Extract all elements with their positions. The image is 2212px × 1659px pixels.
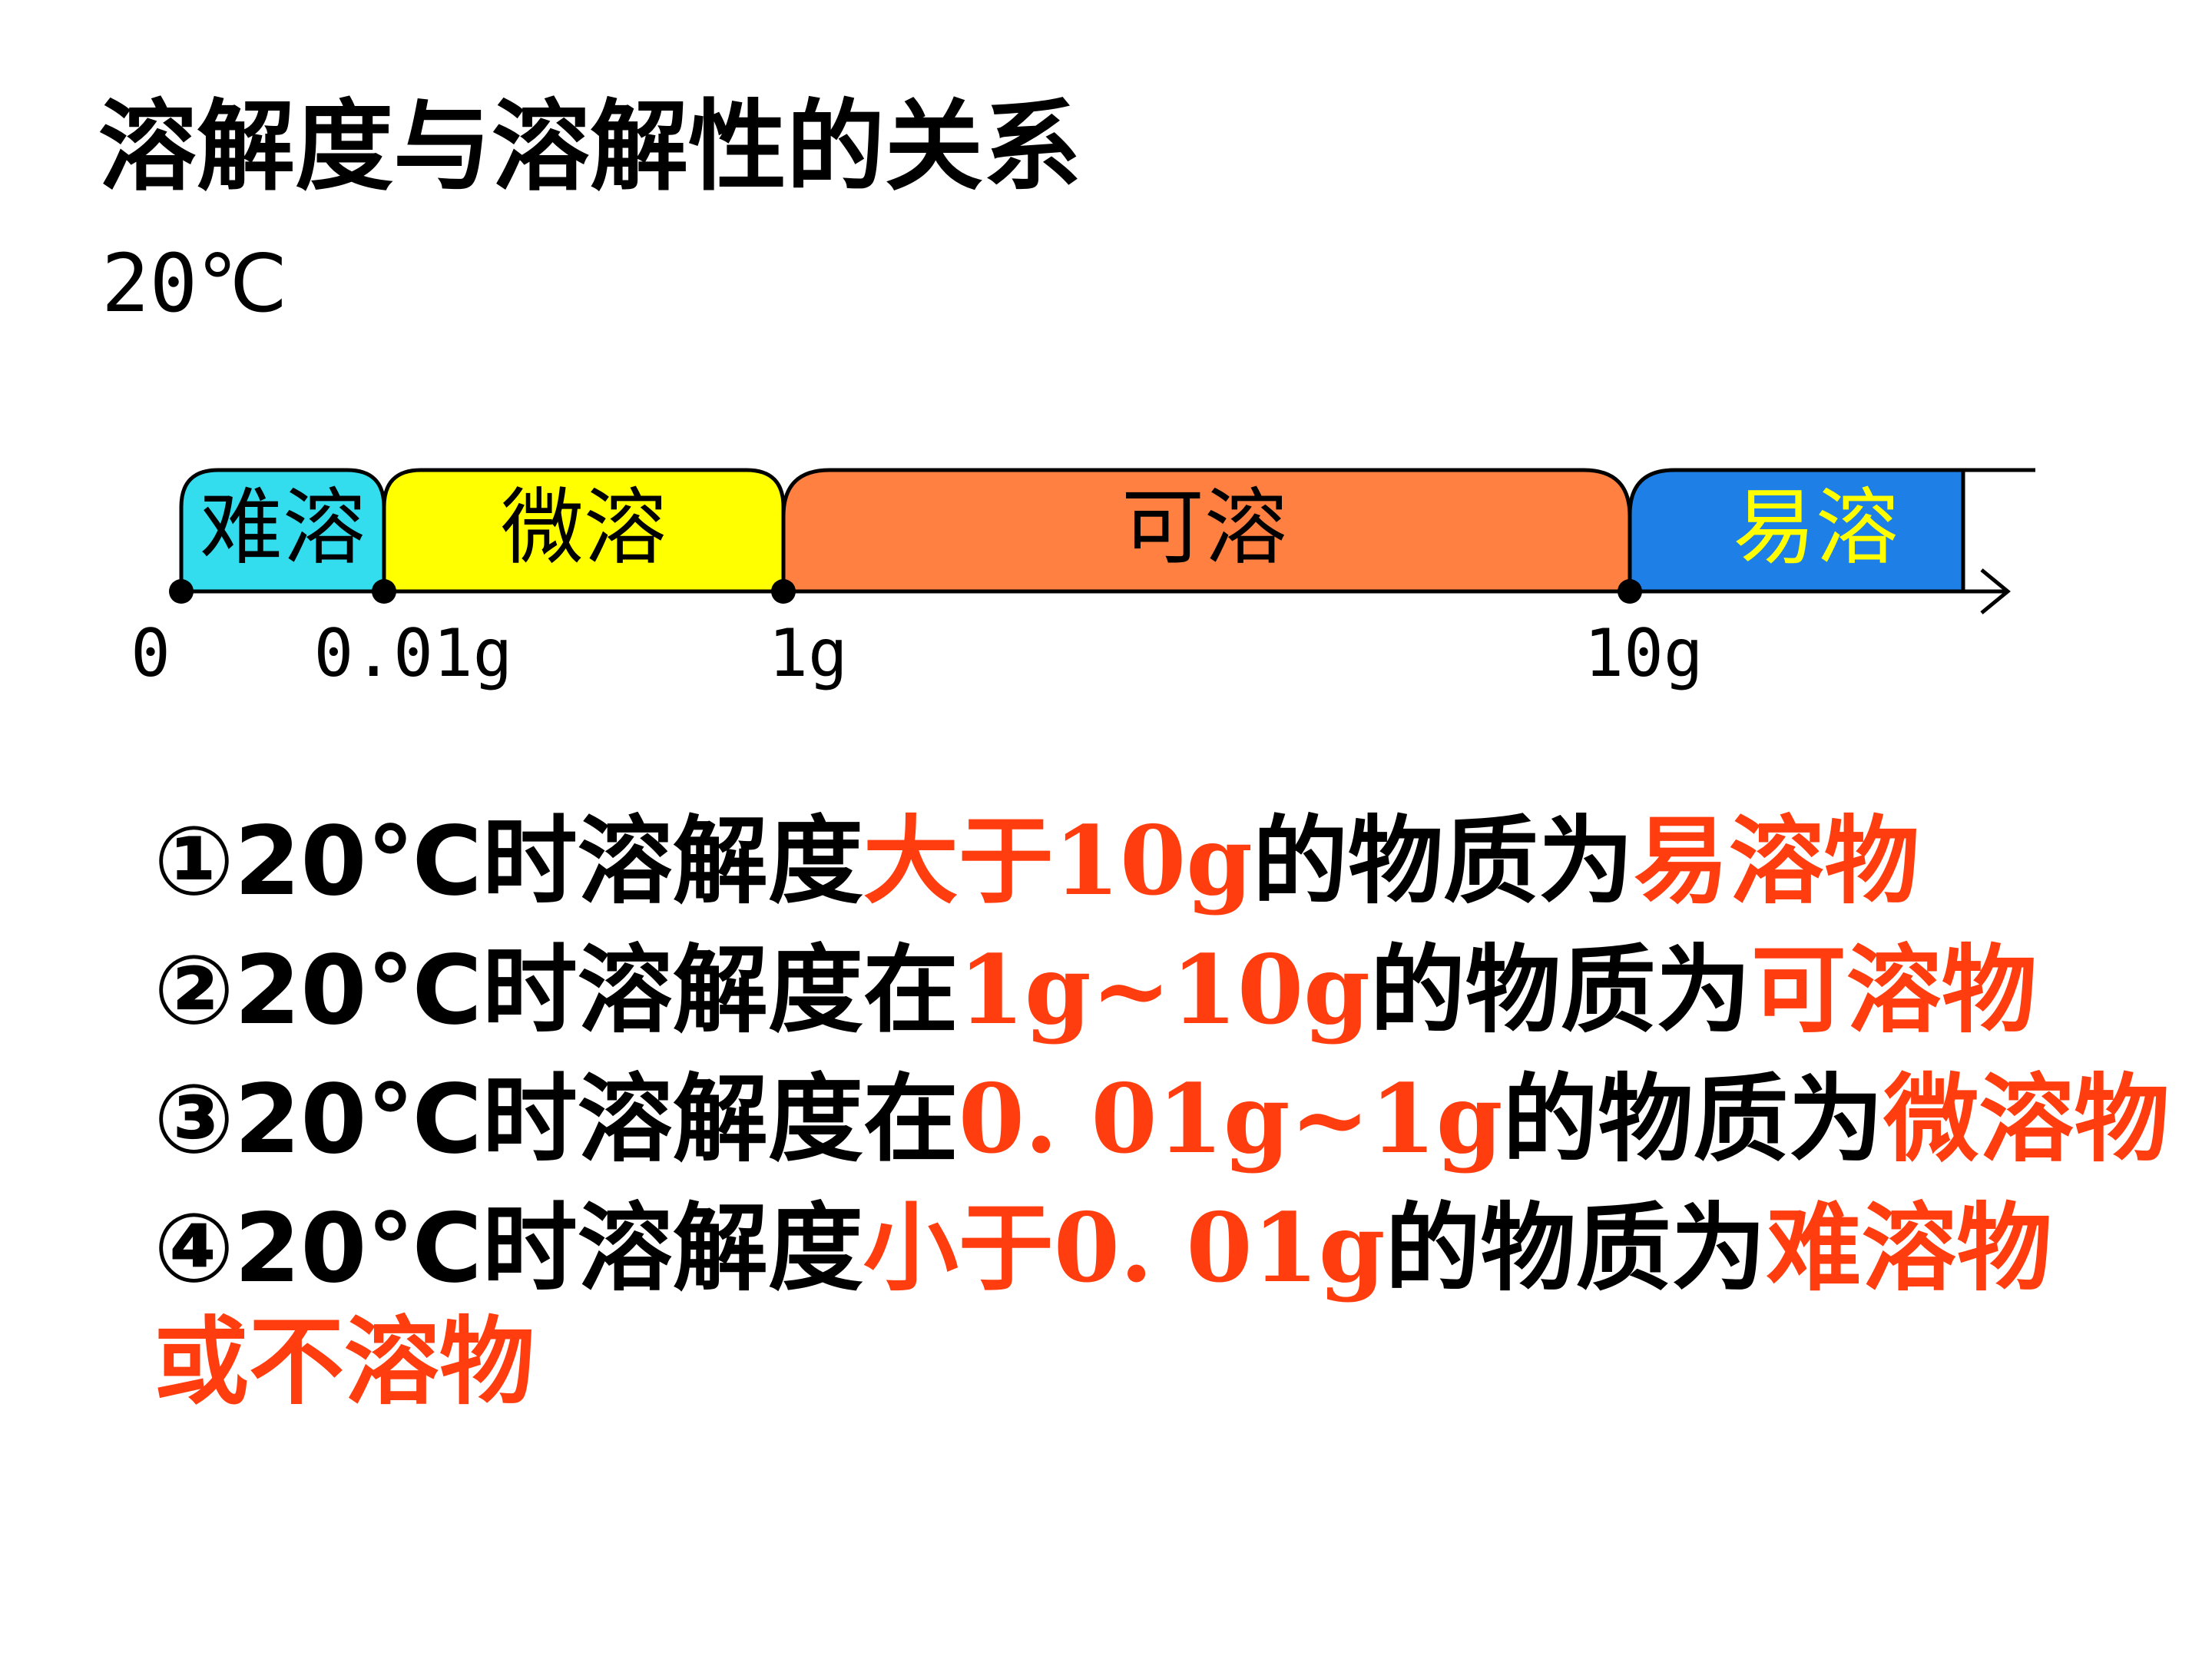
tick-dot-0-01g <box>372 579 396 604</box>
temperature-label: 20℃ <box>101 237 288 330</box>
segment-label-yirong: 易溶 <box>1733 480 1899 576</box>
rules-list: ①20℃时溶解度大于10g的物质为易溶物 ②20℃时溶解度在1g~10g的物质为… <box>154 814 2170 1418</box>
rule-1-result: 易溶物 <box>1634 806 1920 917</box>
segment-label-weirong: 微溶 <box>501 480 667 576</box>
rule-1-prefix: ①20℃时溶解度 <box>154 806 863 917</box>
rule-4-highlight: 小于0. 01g <box>863 1193 1386 1304</box>
rule-4: ④20℃时溶解度小于0. 01g的物质为难溶物 <box>154 1201 2170 1315</box>
solubility-scale: 难溶 微溶 可溶 易溶 0 0.01g 1g 10g <box>131 468 2035 692</box>
rule-2-prefix: ②20℃时溶解度在 <box>154 935 959 1046</box>
rule-4-continuation: 或不溶物 <box>154 1307 535 1418</box>
rule-3-highlight: 0. 01g~1g <box>958 1064 1503 1175</box>
rule-3-result: 微溶物 <box>1883 1065 2170 1175</box>
segment-nanrong <box>179 468 386 594</box>
rule-2: ②20℃时溶解度在1g~10g的物质为可溶物 <box>154 943 2170 1072</box>
rule-2-highlight: 1g~10g <box>958 935 1370 1046</box>
tick-dot-1g <box>771 579 796 604</box>
tick-label-0: 0 <box>131 615 171 692</box>
rule-2-middle: 的物质为 <box>1369 935 1751 1046</box>
page-title: 溶解度与溶解性的关系 <box>98 90 1082 204</box>
rule-4-prefix: ④20℃时溶解度 <box>154 1194 863 1304</box>
rule-3: ③20℃时溶解度在0. 01g~1g的物质为微溶物 <box>154 1072 2170 1201</box>
segment-yirong <box>1628 468 1965 594</box>
rule-2-result: 可溶物 <box>1750 935 2037 1046</box>
rule-4-result: 难溶物 <box>1766 1194 2052 1304</box>
segment-kerong <box>781 468 1632 594</box>
tick-label-0-01g: 0.01g <box>314 615 513 692</box>
tick-dot-10g <box>1618 579 1642 604</box>
rule-1: ①20℃时溶解度大于10g的物质为易溶物 <box>154 814 2170 943</box>
rule-1-highlight: 大于10g <box>863 806 1253 917</box>
segment-weirong <box>382 468 786 594</box>
axis-arrow-icon <box>1980 568 2011 614</box>
segment-label-nanrong: 难溶 <box>200 480 366 576</box>
tick-label-1g: 1g <box>768 615 848 692</box>
tick-dot-0 <box>169 579 194 604</box>
rule-3-prefix: ③20℃时溶解度在 <box>154 1065 959 1175</box>
rule-4-middle: 的物质为 <box>1385 1194 1767 1304</box>
tick-label-10g: 10g <box>1584 615 1703 692</box>
segment-label-kerong: 可溶 <box>1121 480 1287 576</box>
rule-1-middle: 的物质为 <box>1252 806 1634 917</box>
rule-3-middle: 的物质为 <box>1502 1065 1884 1175</box>
